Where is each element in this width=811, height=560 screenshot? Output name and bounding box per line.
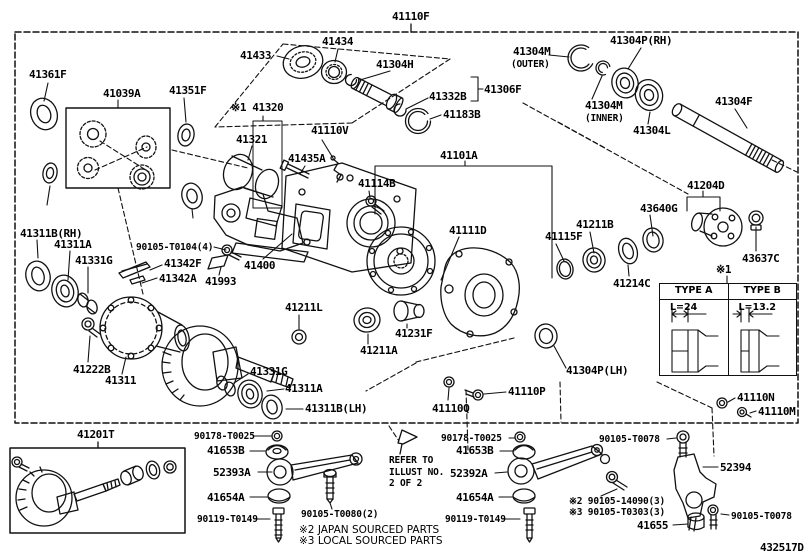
type-table-header-a: TYPE A [660, 284, 729, 299]
type-table-profiles [671, 307, 780, 373]
part-art-41361F-41039A-41351F [29, 97, 203, 210]
inset-assembly-boundary [9, 441, 186, 534]
type-table-cell-a: L=24 [660, 300, 729, 375]
part-art-input-shaft-row [282, 44, 785, 173]
part-art-left-idler-arm [265, 430, 363, 543]
type-table-header-b: TYPE B [743, 285, 781, 296]
part-art-inset-final-drive [11, 456, 177, 527]
type-table-body-row: L=24 L=13.2 [660, 300, 796, 375]
part-art-actuator-carrier [213, 153, 417, 273]
main-assembly-boundary [14, 23, 799, 424]
leader-lines [36, 47, 757, 526]
type-table-header-row: TYPE A TYPE B [660, 284, 796, 300]
type-comparison-table: TYPE A TYPE B L=24 L=13.2 [659, 283, 797, 376]
part-art-41101A-41111D-cases [291, 226, 752, 418]
type-table-cell-b: L=13.2 [738, 302, 776, 313]
refer-arrow-icon [397, 429, 418, 455]
part-art-right-idler-arm-knuckle [507, 430, 719, 543]
construction-lines [94, 43, 798, 457]
part-art-differential-case [25, 244, 294, 420]
part-art-companion-flange-group [556, 207, 764, 280]
